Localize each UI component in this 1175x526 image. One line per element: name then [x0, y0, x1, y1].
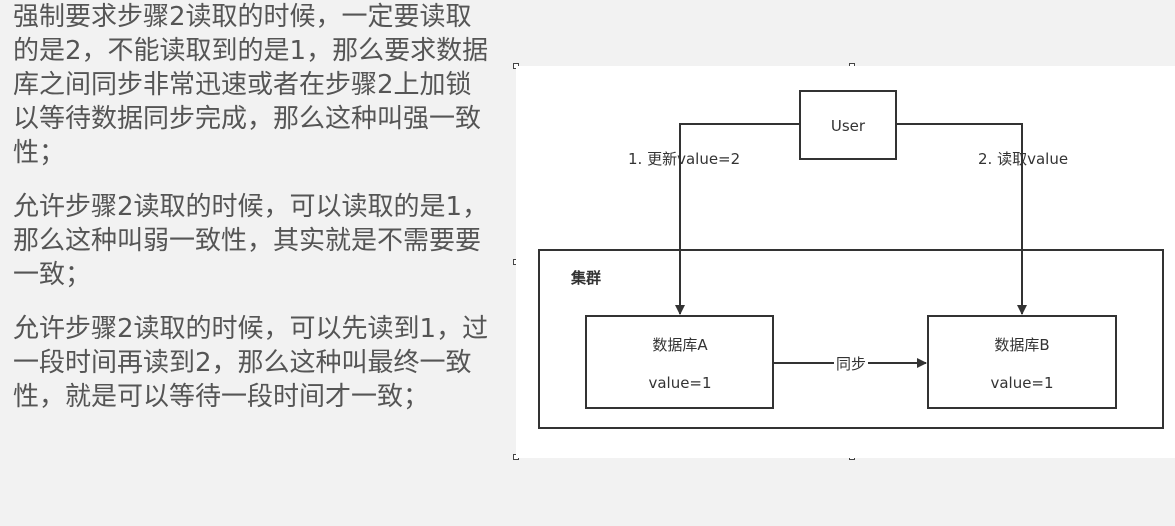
- consistency-diagram[interactable]: User 集群 数据库A value=1 数据库B value=1 1. 更新v…: [516, 66, 1175, 458]
- cluster-label: 集群: [570, 269, 601, 287]
- database-b-box: [927, 315, 1117, 409]
- weak-consistency-paragraph: 允许步骤2读取的时候，可以读取的是1，那么这种叫弱一致性，其实就是不需要要一致；: [13, 192, 489, 290]
- read-label: 2. 读取value: [978, 150, 1068, 168]
- strong-consistency-paragraph: 强制要求步骤2读取的时候，一定要读取的是2，不能读取到的是1，那么要求数据库之间…: [13, 2, 489, 168]
- read-arrow: [896, 123, 1027, 315]
- database-a-name: 数据库A: [652, 336, 708, 354]
- database-a-box: [585, 315, 774, 409]
- sync-label: 同步: [836, 355, 866, 373]
- user-box: [799, 90, 897, 160]
- eventual-consistency-paragraph: 允许步骤2读取的时候，可以先读到1，过一段时间再读到2，那么这种叫最终一致性，就…: [13, 314, 489, 412]
- cluster-box: [538, 249, 1164, 429]
- database-b-value: value=1: [990, 374, 1053, 392]
- update-label: 1. 更新value=2: [628, 150, 740, 168]
- database-b-name: 数据库B: [994, 336, 1049, 354]
- update-arrow: [675, 123, 800, 315]
- user-label: User: [831, 117, 866, 135]
- database-a-value: value=1: [648, 374, 711, 392]
- diagram-canvas: User 集群 数据库A value=1 数据库B value=1 1. 更新v…: [538, 90, 1164, 429]
- explanation-text: 强制要求步骤2读取的时候，一定要读取的是2，不能读取到的是1，那么要求数据库之间…: [13, 0, 493, 434]
